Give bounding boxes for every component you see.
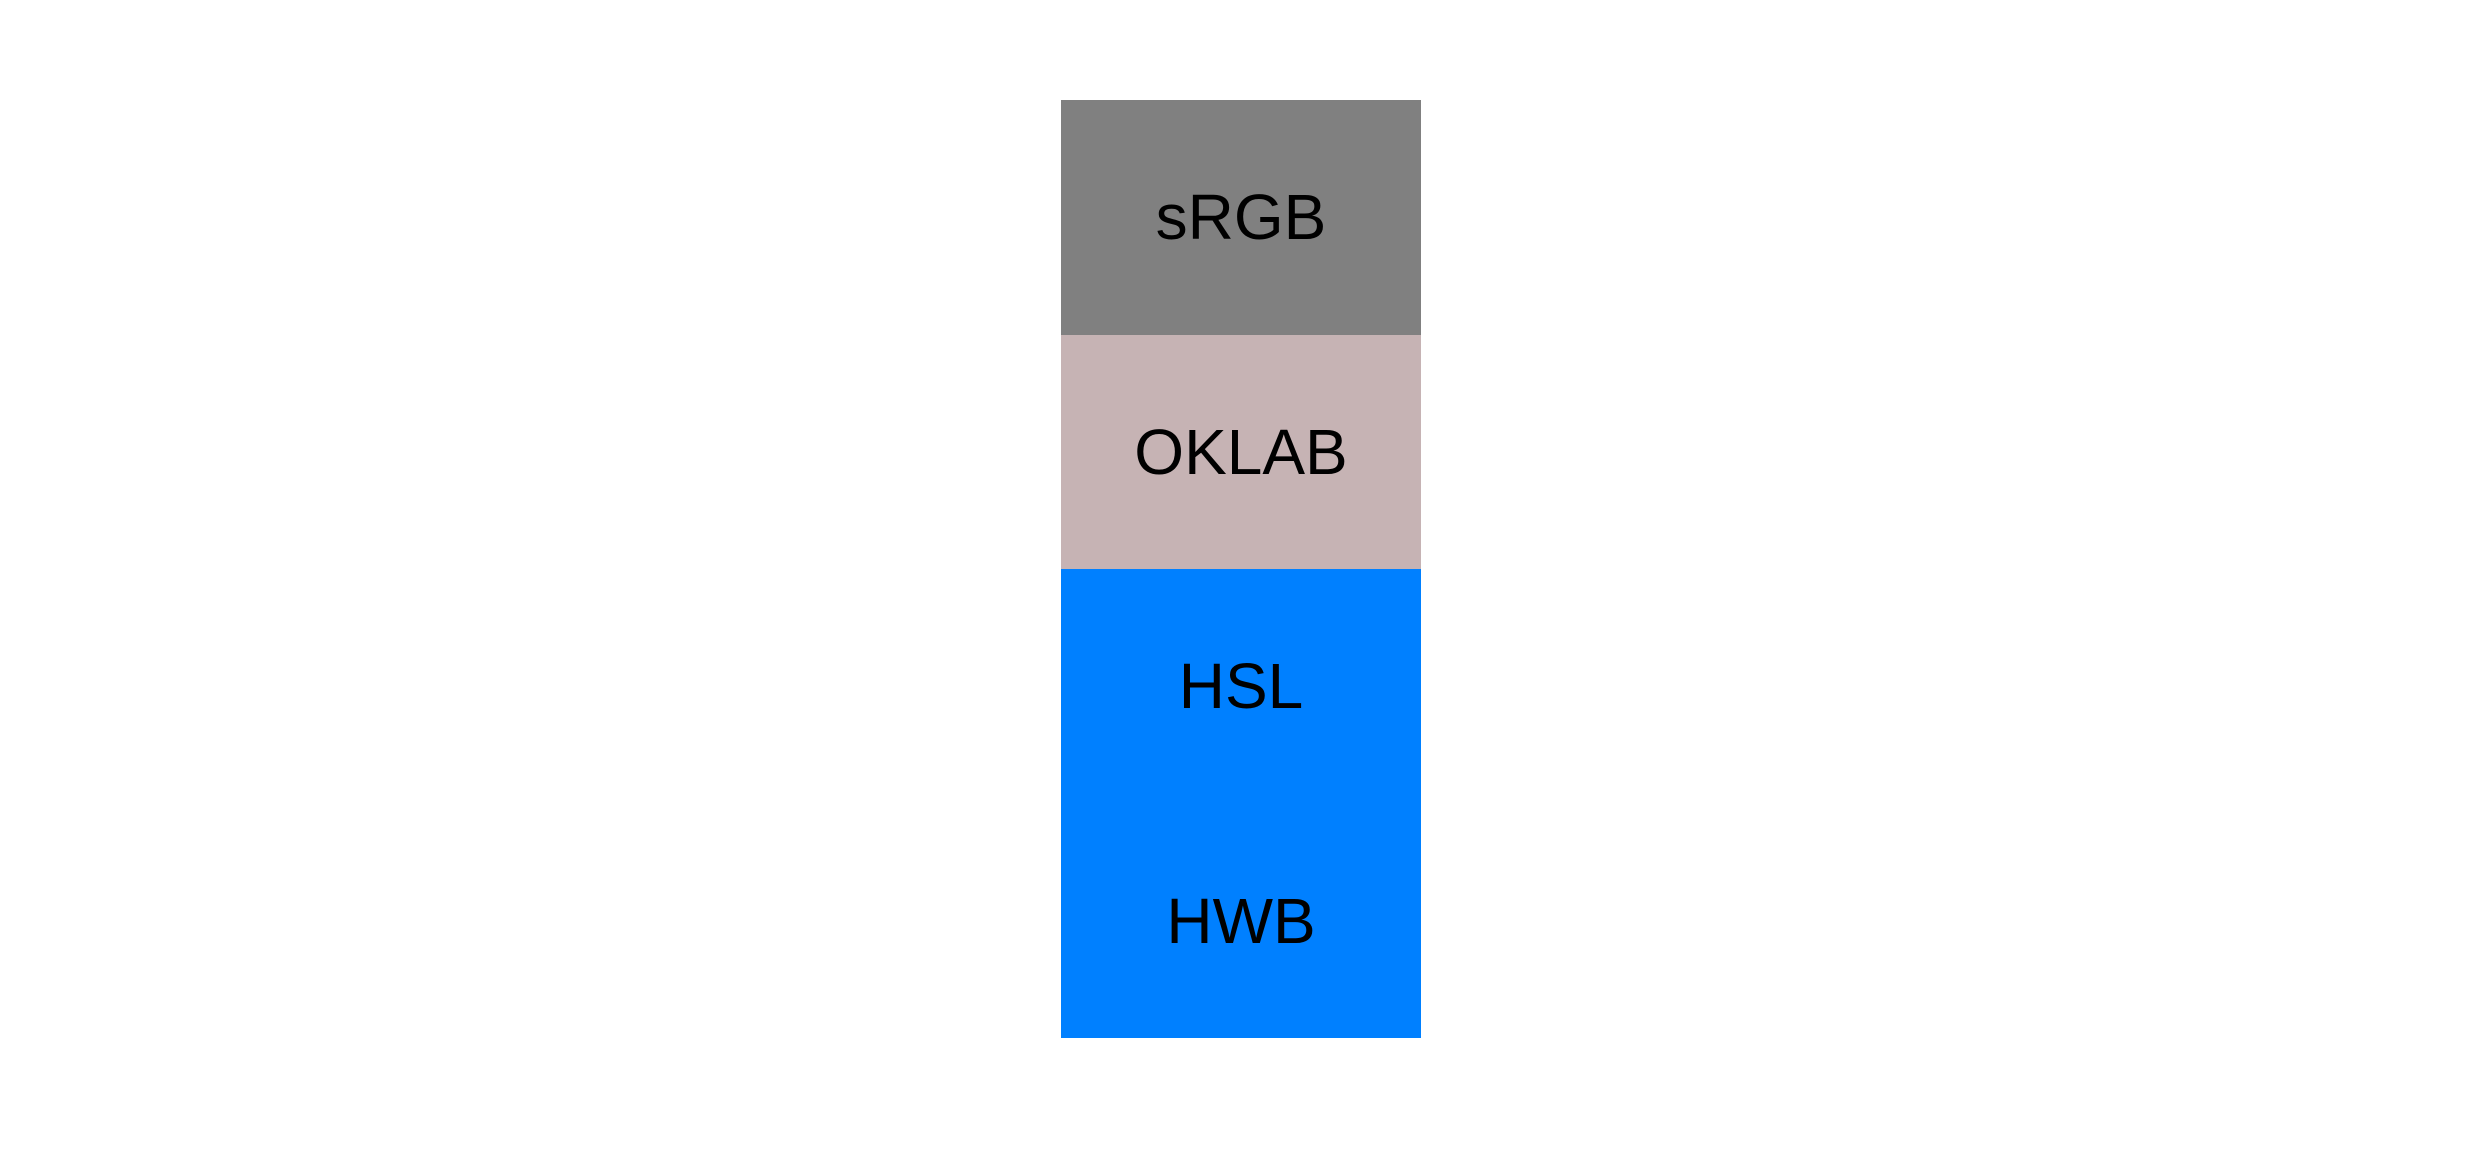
swatch-srgb: sRGB <box>1061 100 1421 335</box>
swatch-hsl: HSL <box>1061 569 1421 804</box>
swatch-hwb: HWB <box>1061 803 1421 1038</box>
swatch-hsl-label: HSL <box>1178 650 1304 723</box>
swatch-srgb-label: sRGB <box>1155 181 1327 254</box>
swatch-hwb-label: HWB <box>1166 884 1316 957</box>
swatch-oklab-label: OKLAB <box>1134 415 1348 488</box>
swatch-oklab: OKLAB <box>1061 334 1421 569</box>
color-space-swatch-stack: sRGB OKLAB HSL HWB <box>1061 100 1421 1038</box>
